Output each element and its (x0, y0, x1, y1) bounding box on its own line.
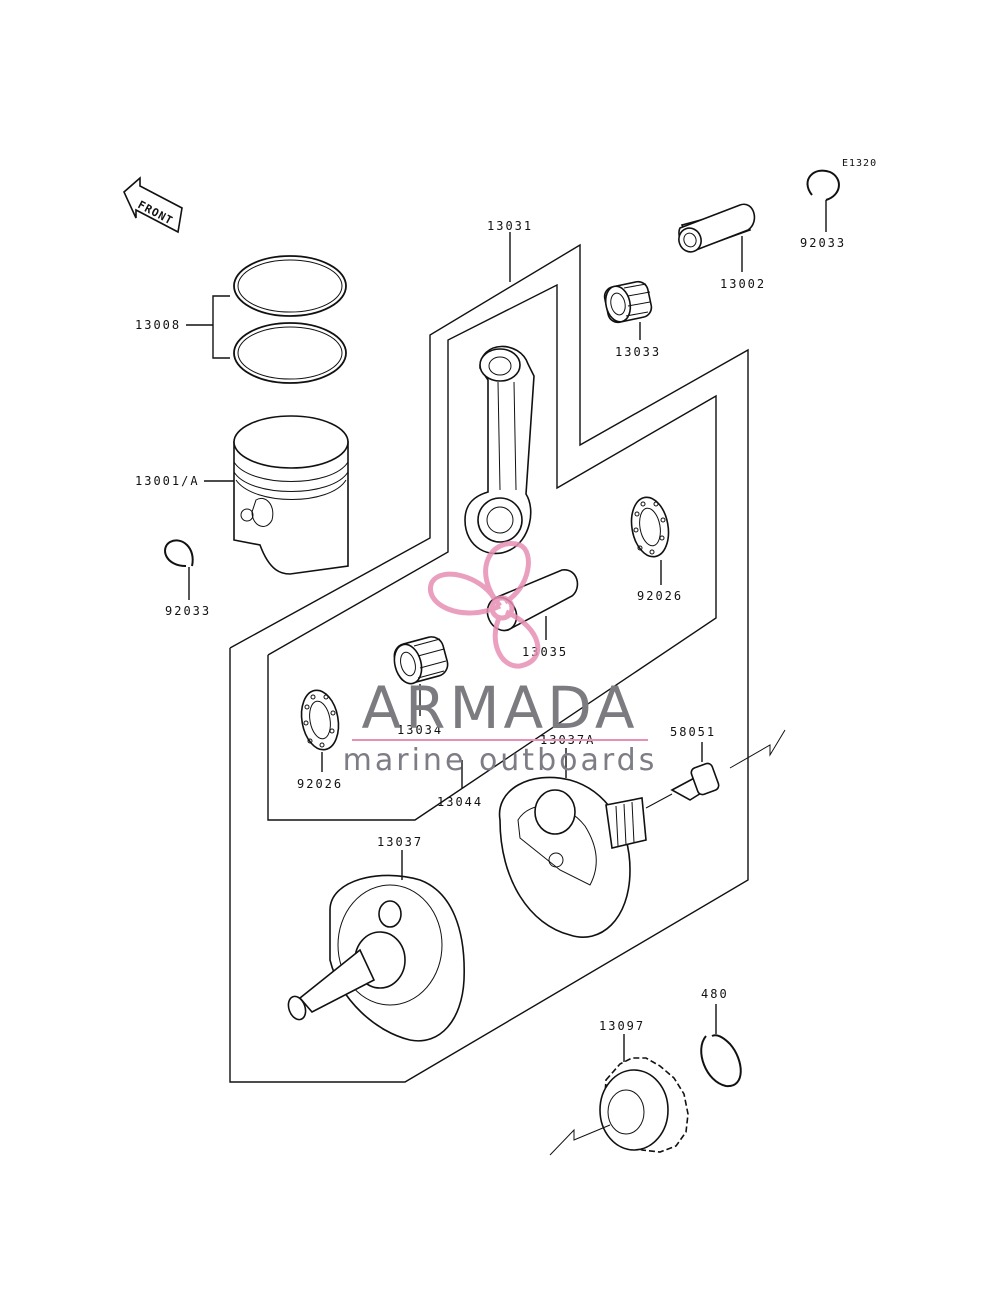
shaft-axis-break-lower (549, 1124, 611, 1156)
label-13033: 13033 (615, 345, 661, 359)
front-arrow-icon: FRONT (123, 176, 183, 234)
label-480: 480 (701, 987, 729, 1001)
watermark-brand: ARMADA (361, 674, 638, 742)
connecting-rod (464, 345, 535, 555)
armada-watermark: ARMADA marine outboards (343, 541, 658, 778)
small-end-needle-bearing (603, 280, 653, 324)
label-92026-right: 92026 (637, 589, 683, 603)
thrust-washer-right (630, 496, 670, 558)
label-13035: 13035 (522, 645, 568, 659)
right-crankshaft-half (498, 776, 647, 938)
label-13002: 13002 (720, 277, 766, 291)
thrust-washer-left (300, 689, 340, 751)
piston-pin-clip-right (806, 169, 840, 201)
label-13001a: 13001/A (135, 474, 200, 488)
diagram-code: E1320 (842, 158, 877, 169)
crankshaft-drive-pin (645, 762, 720, 809)
crankshaft-assembly-outline (229, 243, 749, 1083)
propeller-logo-icon (427, 541, 541, 669)
label-13031: 13031 (487, 219, 533, 233)
left-crankshaft-half (287, 874, 465, 1042)
label-92033-left: 92033 (165, 604, 211, 618)
piston-pin (678, 203, 756, 253)
shaft-axis-break-upper (729, 729, 786, 769)
label-13044: 13044 (437, 795, 483, 809)
primary-gear (599, 1057, 689, 1153)
label-92026-left: 92026 (297, 777, 343, 791)
watermark-tagline: marine outboards (343, 743, 658, 778)
big-end-needle-bearing (393, 636, 449, 685)
label-13097: 13097 (599, 1019, 645, 1033)
connecting-rod-assembly-outline (267, 283, 717, 821)
piston-pin-clip-left (164, 539, 194, 567)
circlip-480 (700, 1034, 742, 1088)
label-13037: 13037 (377, 835, 423, 849)
label-13008: 13008 (135, 318, 181, 332)
label-92033-right: 92033 (800, 236, 846, 250)
piston-rings (233, 255, 347, 384)
label-13034: 13034 (397, 723, 443, 737)
piston (233, 415, 349, 575)
label-58051: 58051 (670, 725, 716, 739)
